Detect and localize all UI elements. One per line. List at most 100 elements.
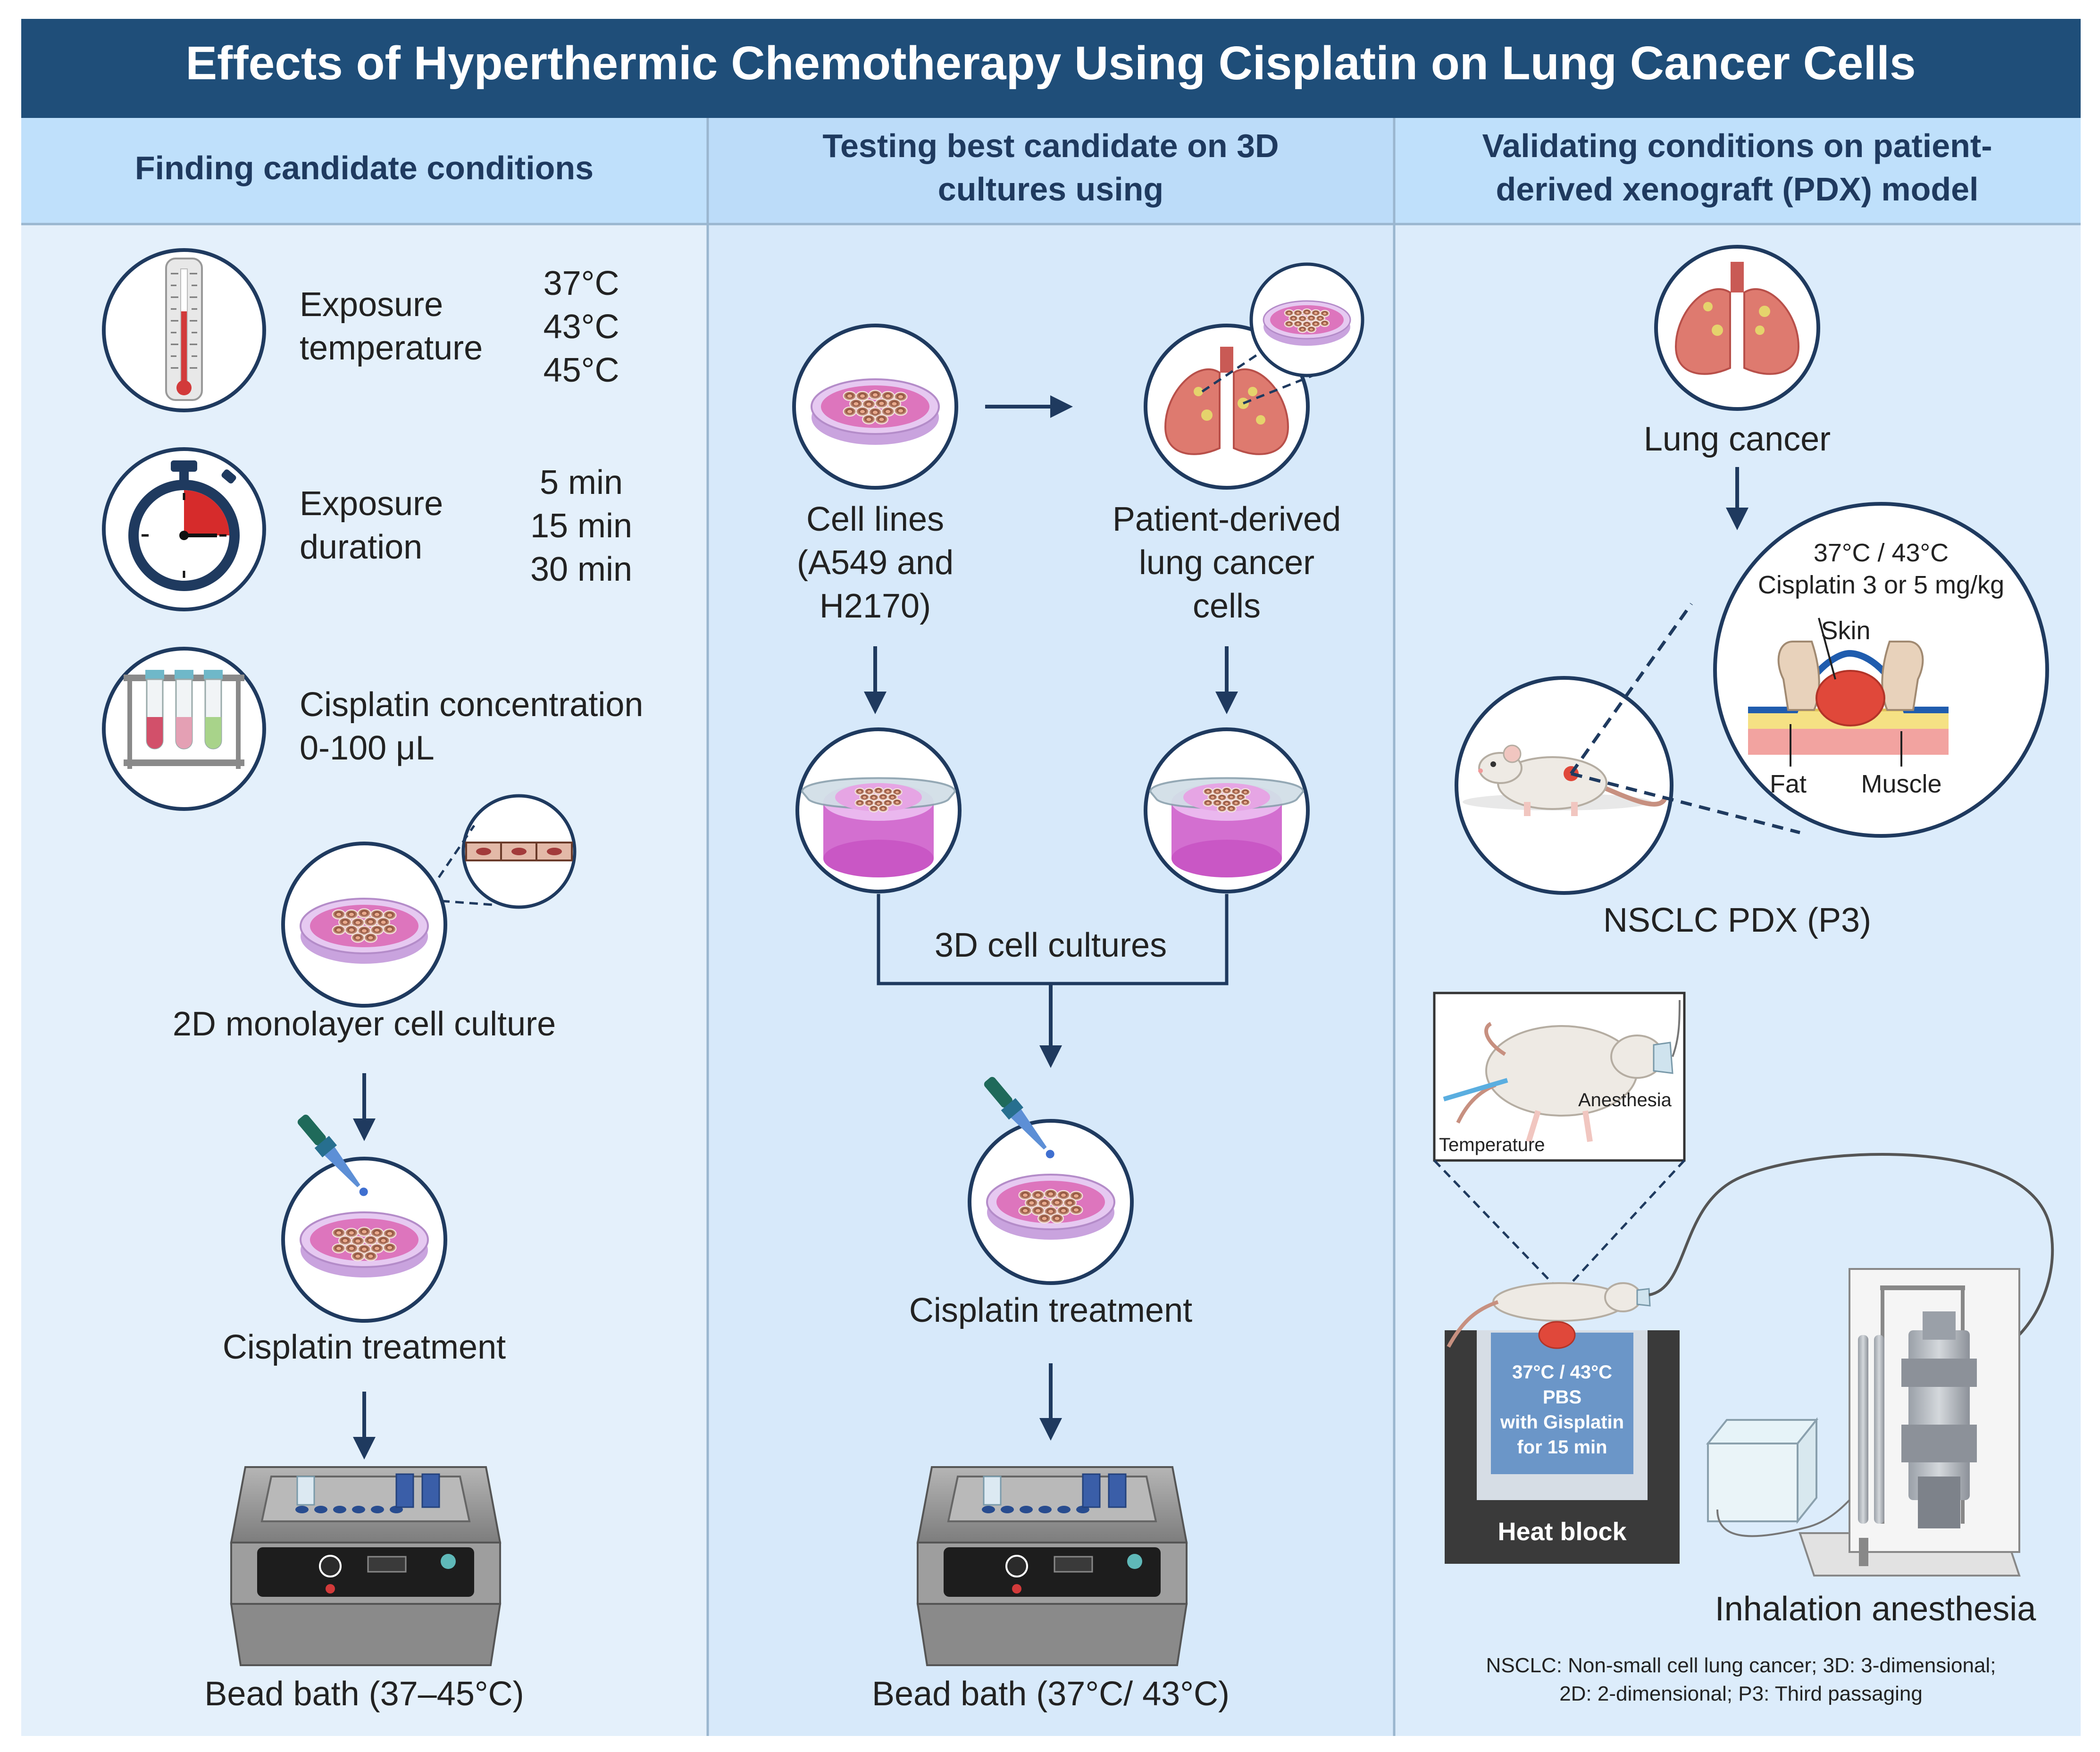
bath-tube-cap (352, 1506, 365, 1513)
monolayer-dish-icon (461, 794, 577, 909)
cell-nucleus (374, 928, 380, 932)
fat-label: Fat (1770, 770, 1807, 798)
cell-nucleus (1042, 1201, 1047, 1205)
cell-nucleus (885, 394, 891, 398)
bath-tube-cap (333, 1506, 346, 1513)
temperature-label-line2: temperature (300, 329, 483, 367)
cell-nucleus (1022, 1193, 1028, 1197)
cell-nucleus (343, 1239, 348, 1243)
cell-nucleus (881, 795, 885, 799)
anesthesia-label: Inhalation anesthesia (1715, 1590, 2036, 1628)
cell-cluster-cell-lines (843, 390, 908, 425)
cell-nucleus (355, 921, 360, 925)
cell-nucleus (1054, 1201, 1060, 1204)
bath-tube (983, 1476, 1002, 1506)
cell-nucleus (886, 790, 890, 793)
cell-cluster-zoom (1284, 308, 1330, 333)
bath-dial (1005, 1555, 1028, 1577)
bath-tube-cap (1020, 1506, 1033, 1513)
cell-nucleus (1292, 317, 1296, 320)
cell-lines-label-line2: (A549 and (797, 544, 954, 582)
cell-nucleus (1035, 1209, 1041, 1213)
concentration-label-line2: 0-100 μL (300, 729, 435, 767)
bath-indicator (1012, 1584, 1021, 1593)
test-tubes-icon (102, 647, 266, 811)
lung-cancer-label: Lung cancer (1644, 420, 1831, 458)
heat-block-text-line1: 37°C / 43°C (1512, 1362, 1612, 1383)
cell-nucleus (368, 1238, 373, 1242)
cell-lines-dish (792, 324, 958, 490)
cell-nucleus (1048, 1210, 1054, 1213)
lung-icon-right (1654, 245, 1820, 411)
cell-nucleus (1230, 807, 1233, 810)
bath-display (1054, 1556, 1093, 1573)
header-right-bg (1394, 118, 2081, 224)
cell-nucleus (1234, 801, 1238, 804)
bath-indicator (326, 1584, 335, 1593)
treatment-label-middle: Cisplatin treatment (909, 1292, 1192, 1329)
cell-nucleus (1220, 796, 1224, 799)
induction-chamber-icon (1706, 1417, 1850, 1537)
cell-nucleus (892, 402, 897, 406)
cell-nucleus (872, 796, 876, 799)
3d-cultures-label: 3D cell cultures (935, 926, 1167, 964)
cell-nucleus (1323, 312, 1327, 315)
cell-nucleus (1305, 311, 1309, 314)
bead-bath-icon-middle (916, 1466, 1188, 1666)
skin-label: Skin (1821, 617, 1870, 645)
bath-base (230, 1603, 502, 1666)
cell-nucleus (877, 789, 880, 792)
cell-nucleus (374, 1231, 380, 1235)
cell-nucleus (1309, 328, 1314, 331)
detail-temperature: 37°C / 43°C (1814, 539, 1949, 567)
cell-nucleus (1206, 790, 1210, 793)
cell-nucleus (1215, 790, 1219, 793)
cell-nucleus (1300, 328, 1305, 331)
patient-cells-label-line3: cells (1193, 587, 1261, 625)
cell-nucleus (872, 393, 878, 397)
cell-nucleus (847, 409, 853, 414)
heat-block-icon (1445, 1282, 1680, 1564)
cell-nucleus (1305, 323, 1309, 326)
inset-temperature-label: Temperature (1439, 1135, 1545, 1155)
bath-tube (296, 1476, 315, 1506)
header-left-bg (21, 118, 708, 224)
muscle-label: Muscle (1861, 770, 1941, 798)
bath-tube-cap (295, 1506, 309, 1513)
cell-nucleus (349, 928, 354, 932)
temperature-value-45: 45°C (544, 351, 619, 389)
cell-nucleus (890, 796, 895, 799)
cell-nucleus (1211, 796, 1215, 799)
bath-control-panel (944, 1547, 1161, 1597)
cell-nucleus (867, 801, 871, 804)
cell-nucleus (1048, 1192, 1054, 1196)
lung-icon-middle (1144, 324, 1310, 490)
cell-nucleus (1061, 1209, 1066, 1213)
bath-tube-cap (1038, 1506, 1052, 1513)
heat-block-text-line4: for 15 min (1517, 1437, 1607, 1458)
bath-power-button (441, 1554, 456, 1569)
panel-middle-header-line1: Testing best candidate on 3D (822, 127, 1279, 164)
cell-nucleus (860, 409, 865, 414)
footnote-line2: 2D: 2-dimensional; P3: Third passaging (1559, 1682, 1923, 1705)
detail-dose: Cisplatin 3 or 5 mg/kg (1758, 571, 2004, 599)
zoom-dash-4 (1243, 374, 1314, 405)
skin-detail-icon (1713, 502, 2049, 838)
heat-block-label: Heat block (1498, 1518, 1627, 1546)
cell-lines-label-line3: H2170) (820, 587, 931, 625)
bath-tube (395, 1473, 414, 1508)
monolayer-label: 2D monolayer cell culture (173, 1005, 556, 1043)
cell-nucleus (1054, 1217, 1060, 1220)
anesthesia-tube (1648, 1152, 2054, 1351)
cell-nucleus (349, 912, 354, 917)
cell-nucleus (361, 911, 367, 915)
bath-base (916, 1603, 1188, 1666)
cell-nucleus (862, 796, 867, 799)
cell-nucleus (1220, 807, 1224, 810)
bath-display (367, 1556, 407, 1573)
cell-nucleus (349, 1231, 354, 1235)
cell-cluster-3d-right (1203, 787, 1251, 813)
cell-nucleus (355, 1239, 360, 1243)
